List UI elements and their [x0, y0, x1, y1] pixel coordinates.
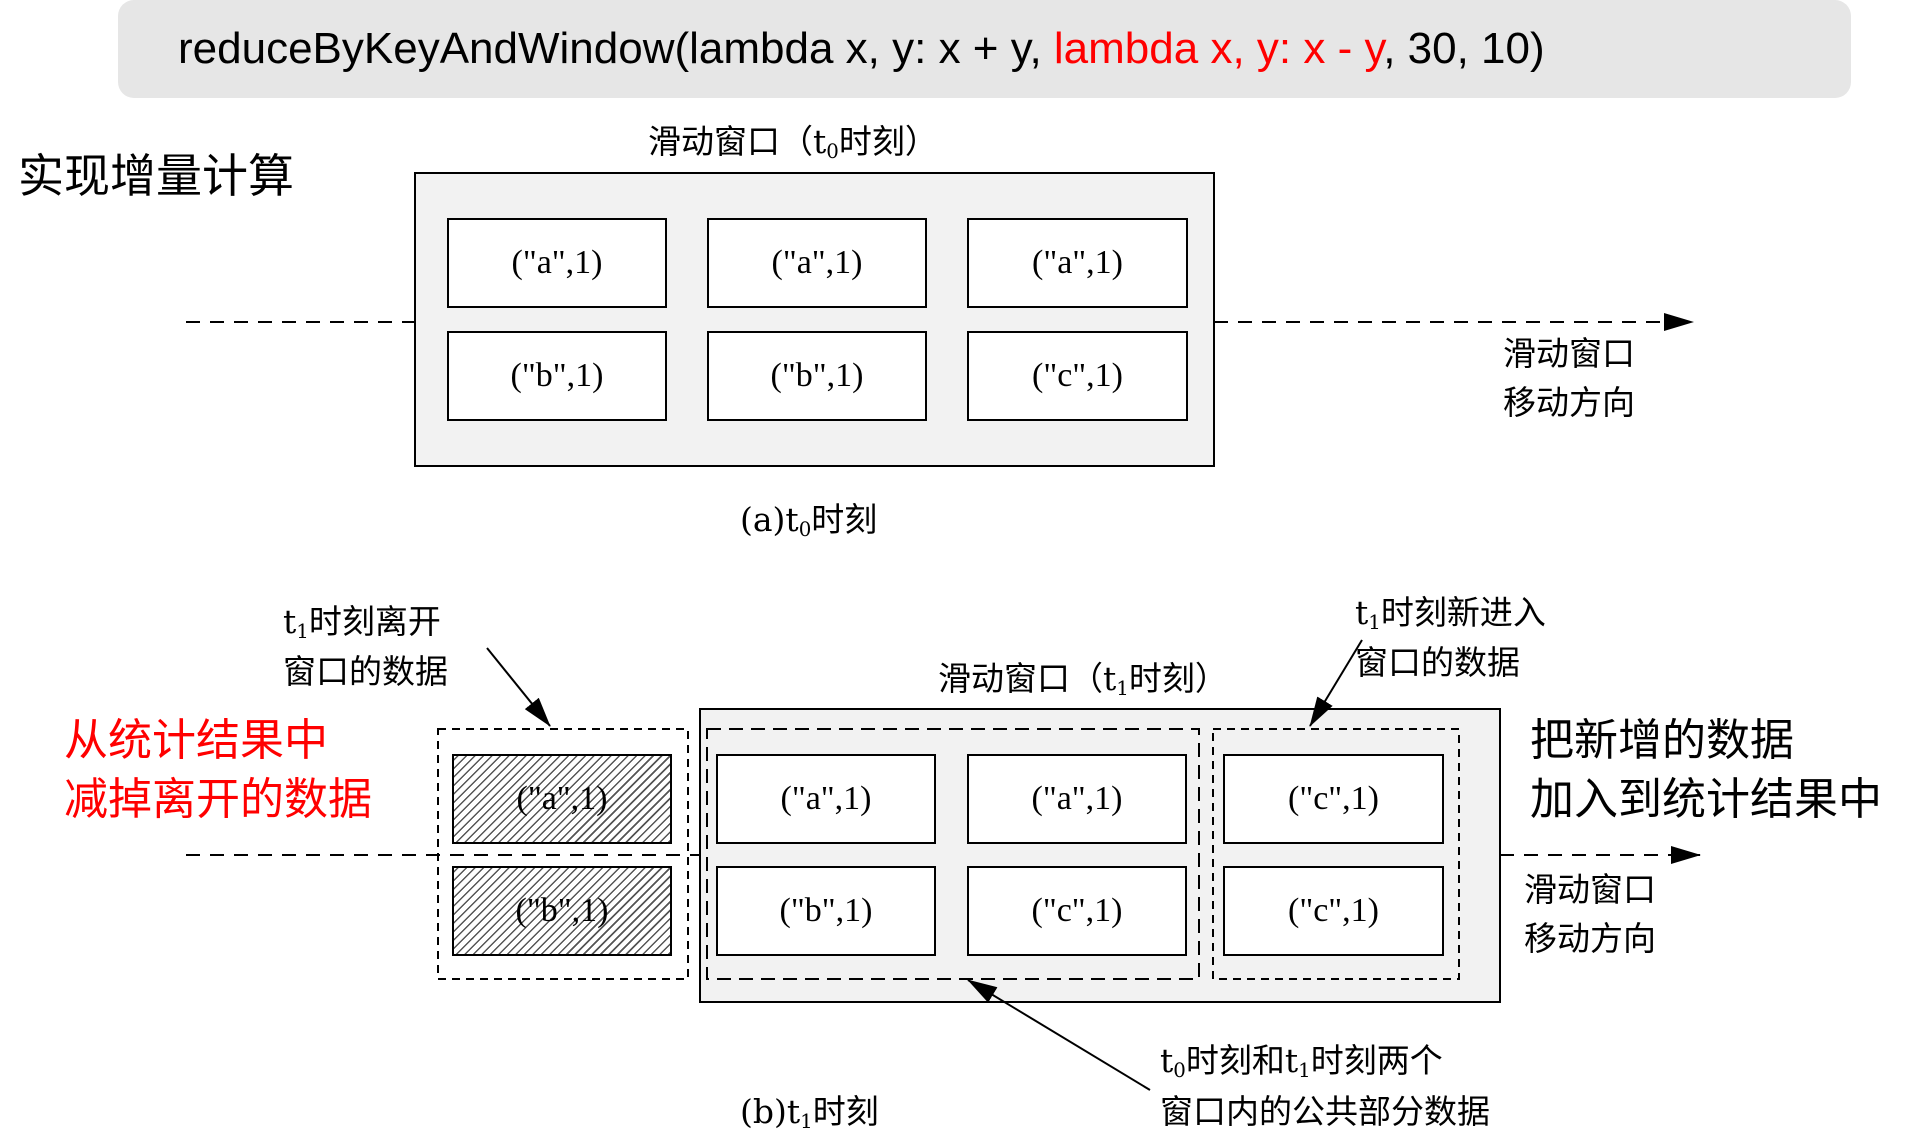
- new-group: [1212, 728, 1460, 980]
- direction-a-line2: 移动方向: [1503, 383, 1635, 422]
- common-cell-4: ("c",1): [967, 866, 1187, 956]
- common-cell-3: ("b",1): [716, 866, 936, 956]
- cell-a-2: ("a",1): [707, 218, 927, 308]
- direction-b-line1: 滑动窗口: [1524, 870, 1656, 909]
- leaving-label-line1: t1时刻离开: [283, 602, 441, 643]
- heading: 实现增量计算: [18, 149, 294, 203]
- code-prefix: reduceByKeyAndWindow(lambda x, y: x + y,: [178, 24, 1054, 73]
- cell-a-1: ("a",1): [447, 218, 667, 308]
- leaving-arrow: [486, 647, 551, 727]
- common-cell-1: ("a",1): [716, 754, 936, 844]
- leaving-cell-2: ("b",1): [452, 866, 672, 956]
- window-a: [414, 172, 1215, 467]
- common-arrow: [967, 979, 1151, 1091]
- common-label-line2: 窗口内的公共部分数据: [1160, 1092, 1490, 1131]
- common-label-line1: t0时刻和t1时刻两个: [1160, 1041, 1443, 1082]
- leaving-group: [437, 728, 689, 980]
- new-cell-2: ("c",1): [1223, 866, 1444, 956]
- common-cell-2: ("a",1): [967, 754, 1187, 844]
- window-a-title: 滑动窗口（t0时刻）: [648, 122, 938, 163]
- code-inverse-function: lambda x, y: x - y: [1053, 24, 1384, 73]
- subtract-note-line1: 从统计结果中: [64, 715, 328, 766]
- new-label-line1: t1时刻新进入: [1355, 593, 1546, 634]
- code-suffix: , 30, 10): [1383, 24, 1545, 73]
- new-label-line2: 窗口的数据: [1355, 643, 1520, 682]
- code-banner: reduceByKeyAndWindow(lambda x, y: x + y,…: [118, 0, 1851, 98]
- cell-a-5: ("b",1): [707, 331, 927, 421]
- caption-a: (a)t0时刻: [740, 500, 878, 541]
- add-note-line2: 加入到统计结果中: [1530, 774, 1882, 825]
- direction-b-line2: 移动方向: [1524, 919, 1656, 958]
- leaving-cell-1: ("a",1): [452, 754, 672, 844]
- cell-a-3: ("a",1): [967, 218, 1188, 308]
- new-cell-1: ("c",1): [1223, 754, 1444, 844]
- subtract-note-line2: 减掉离开的数据: [64, 774, 372, 825]
- window-b-title: 滑动窗口（t1时刻）: [938, 659, 1228, 700]
- caption-b: (b)t1时刻: [740, 1092, 879, 1133]
- add-note-line1: 把新增的数据: [1530, 715, 1794, 766]
- common-group: [706, 728, 1200, 980]
- cell-a-4: ("b",1): [447, 331, 667, 421]
- new-arrow: [1309, 639, 1363, 727]
- window-b: [699, 708, 1501, 1003]
- cell-a-6: ("c",1): [967, 331, 1188, 421]
- code-expression: reduceByKeyAndWindow(lambda x, y: x + y,…: [118, 0, 1851, 98]
- leaving-label-line2: 窗口的数据: [283, 652, 448, 691]
- direction-a-line1: 滑动窗口: [1503, 334, 1635, 373]
